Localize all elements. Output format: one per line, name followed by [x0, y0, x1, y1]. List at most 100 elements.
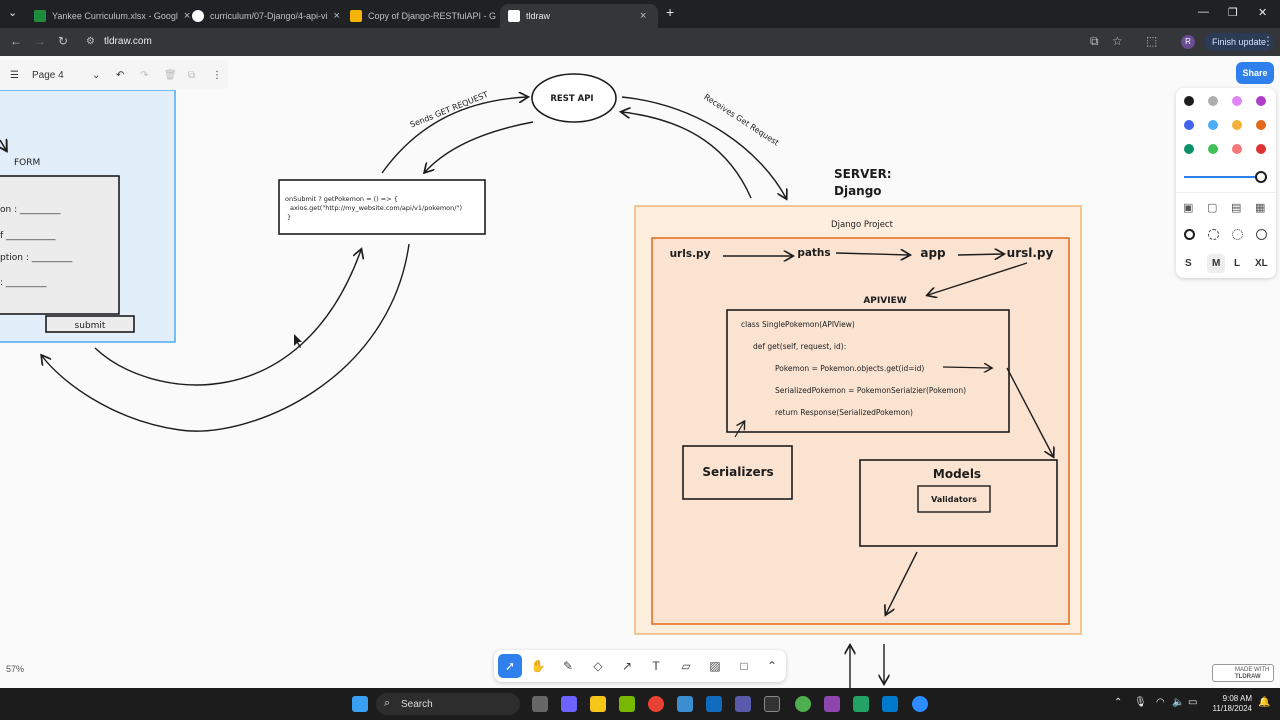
- undo-icon[interactable]: ↶: [116, 70, 125, 81]
- fill-none-icon[interactable]: ▣: [1183, 202, 1194, 214]
- text-tool-icon[interactable]: T: [652, 659, 660, 673]
- zoom-app-icon[interactable]: [912, 696, 928, 712]
- tab-title: Yankee Curriculum.xlsx - Googl: [52, 11, 178, 21]
- slack-icon[interactable]: [824, 696, 840, 712]
- microphone-icon[interactable]: 🎙: [1134, 697, 1147, 708]
- fill-solid-icon[interactable]: ▤: [1231, 202, 1242, 214]
- select-tool-icon[interactable]: ➚: [498, 654, 522, 678]
- image-tool-icon[interactable]: ▨: [709, 659, 721, 673]
- eraser-tool-icon[interactable]: ◇: [593, 659, 603, 673]
- tab-search-icon[interactable]: ⌄: [8, 7, 18, 19]
- page-name[interactable]: Page 4: [32, 70, 64, 81]
- size-s[interactable]: S: [1185, 258, 1192, 269]
- bookmark-star-icon[interactable]: ☆: [1112, 34, 1123, 48]
- forward-icon[interactable]: →: [34, 34, 46, 48]
- color-swatch-green[interactable]: [1184, 144, 1194, 154]
- main-menu-icon[interactable]: ☰: [10, 70, 19, 81]
- browser-menu-icon[interactable]: ⋮: [1262, 34, 1274, 48]
- chrome-icon[interactable]: [648, 696, 664, 712]
- new-tab-icon[interactable]: +: [666, 4, 675, 20]
- site-info-icon[interactable]: ⚙: [86, 36, 95, 47]
- close-tab-icon[interactable]: ×: [640, 10, 647, 22]
- wifi-icon[interactable]: ◠: [1156, 697, 1165, 708]
- more-tools-icon[interactable]: ⌃: [766, 659, 778, 673]
- vscode-icon[interactable]: [882, 696, 898, 712]
- tab-google-slides[interactable]: Copy of Django-RESTfulAPI - G ×: [342, 4, 509, 28]
- zoom-level[interactable]: 57%: [6, 664, 25, 674]
- tab-yankee-curriculum[interactable]: Yankee Curriculum.xlsx - Googl ×: [26, 4, 190, 28]
- redo-icon[interactable]: ↷: [140, 70, 149, 81]
- back-icon[interactable]: ←: [10, 34, 22, 48]
- note-tool-icon[interactable]: ▱: [681, 659, 691, 673]
- dash-draw-icon[interactable]: [1184, 229, 1195, 240]
- validators-box: [917, 485, 991, 513]
- made-with-tldraw-badge[interactable]: MADE WITH TLDRAW: [1212, 664, 1274, 682]
- form-field: ption : _________: [0, 253, 73, 263]
- color-swatch-light-violet[interactable]: [1232, 96, 1242, 106]
- address-bar[interactable]: [78, 31, 1138, 53]
- copilot-icon[interactable]: [561, 696, 577, 712]
- extensions-icon[interactable]: ⬚: [1146, 34, 1158, 48]
- color-swatch-grey[interactable]: [1208, 96, 1218, 106]
- close-tab-icon[interactable]: ×: [333, 10, 340, 22]
- duplicate-icon[interactable]: ⧉: [188, 70, 196, 81]
- reload-icon[interactable]: ↻: [58, 34, 69, 48]
- tab-tldraw[interactable]: tldraw ×: [500, 4, 658, 28]
- size-xl[interactable]: XL: [1255, 258, 1268, 269]
- notification-bell-icon[interactable]: 🔔: [1258, 697, 1271, 708]
- close-window-icon[interactable]: ✕: [1258, 7, 1268, 19]
- color-swatch-orange[interactable]: [1256, 120, 1266, 130]
- tldraw-canvas[interactable]: FORM on : _________ f ___________ ption …: [0, 56, 1280, 688]
- hand-tool-icon[interactable]: ✋: [530, 659, 546, 673]
- terminal-icon[interactable]: [764, 696, 780, 712]
- tray-chevron-icon[interactable]: ⌃: [1114, 697, 1123, 708]
- windows-start-icon[interactable]: [352, 696, 368, 712]
- finish-update-button[interactable]: Finish update: [1204, 33, 1275, 51]
- chrome-profile-icon[interactable]: [795, 696, 811, 712]
- color-swatch-yellow[interactable]: [1232, 120, 1242, 130]
- color-swatch-light-blue[interactable]: [1208, 120, 1218, 130]
- excel-icon[interactable]: [853, 696, 869, 712]
- opacity-slider[interactable]: [1184, 176, 1262, 178]
- opacity-slider-handle[interactable]: [1255, 171, 1267, 183]
- outlook-icon[interactable]: [706, 696, 722, 712]
- minimize-icon[interactable]: —: [1198, 6, 1209, 18]
- size-l[interactable]: L: [1234, 258, 1241, 269]
- battery-icon[interactable]: ▭: [1188, 697, 1198, 708]
- color-swatch-light-green[interactable]: [1208, 144, 1218, 154]
- nvidia-icon[interactable]: [619, 696, 635, 712]
- close-tab-icon[interactable]: ×: [183, 10, 191, 22]
- share-button[interactable]: Share: [1236, 62, 1274, 84]
- dash-dotted-icon[interactable]: [1232, 229, 1243, 240]
- restore-icon[interactable]: ❐: [1228, 7, 1238, 19]
- taskbar-search-box[interactable]: [376, 693, 520, 715]
- tldraw-icon: [508, 10, 520, 22]
- arrow-tool-icon[interactable]: ↗: [621, 659, 633, 673]
- rectangle-tool-icon[interactable]: □: [740, 659, 748, 673]
- profile-avatar[interactable]: R: [1181, 35, 1195, 49]
- size-m[interactable]: M: [1207, 254, 1226, 273]
- install-app-icon[interactable]: ⧉: [1090, 34, 1099, 48]
- url-text[interactable]: tldraw.com: [104, 36, 152, 47]
- color-swatch-blue[interactable]: [1184, 120, 1194, 130]
- color-swatch-light-red[interactable]: [1232, 144, 1242, 154]
- chevron-down-icon[interactable]: ⌄: [92, 70, 101, 81]
- app-icon[interactable]: [677, 696, 693, 712]
- color-swatch-violet[interactable]: [1256, 96, 1266, 106]
- color-swatch-black[interactable]: [1184, 96, 1194, 106]
- apiview-code-line: Pokemon = Pokemon.objects.get(id=id): [775, 364, 924, 373]
- color-swatch-red[interactable]: [1256, 144, 1266, 154]
- task-view-icon[interactable]: [532, 696, 548, 712]
- draw-tool-icon[interactable]: ✎: [562, 659, 574, 673]
- file-explorer-icon[interactable]: [590, 696, 606, 712]
- more-icon[interactable]: ⋮: [212, 70, 222, 81]
- dash-solid-icon[interactable]: [1256, 229, 1267, 240]
- delete-icon[interactable]: 🗑: [164, 70, 177, 81]
- taskbar-clock[interactable]: 9:08 AM 11/18/2024: [1206, 694, 1252, 714]
- app-icon[interactable]: [735, 696, 751, 712]
- dash-dashed-icon[interactable]: [1208, 229, 1219, 240]
- fill-pattern-icon[interactable]: ▦: [1255, 202, 1266, 214]
- volume-icon[interactable]: 🔈: [1172, 697, 1185, 708]
- fill-semi-icon[interactable]: ▢: [1207, 202, 1218, 214]
- tab-github-curriculum[interactable]: curriculum/07-Django/4-api-vi ×: [184, 4, 340, 28]
